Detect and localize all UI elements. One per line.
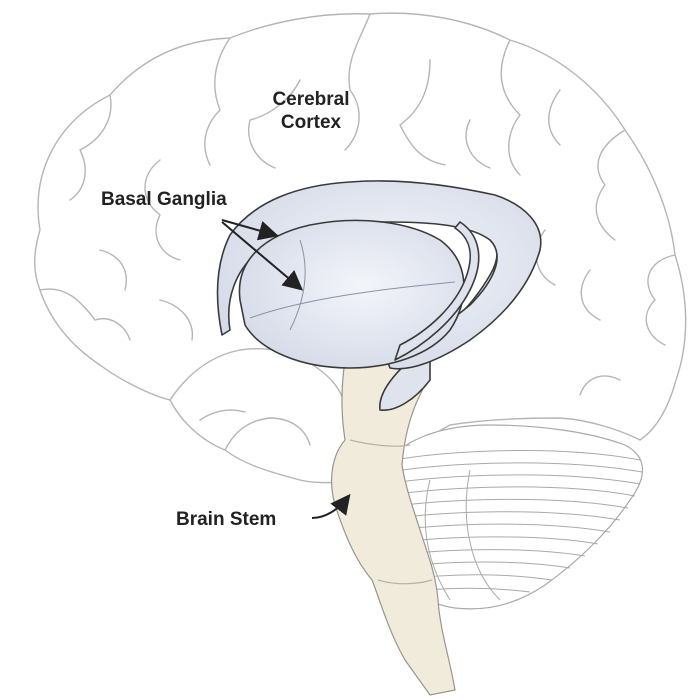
basal-ganglia-label: Basal Ganglia (101, 188, 227, 211)
cerebral-cortex-label-line1: Cerebral (259, 88, 363, 111)
cerebral-cortex-label: Cerebral Cortex (259, 88, 363, 134)
cerebral-cortex-label-line2: Cortex (259, 111, 363, 134)
brain-stem-label: Brain Stem (176, 508, 276, 531)
